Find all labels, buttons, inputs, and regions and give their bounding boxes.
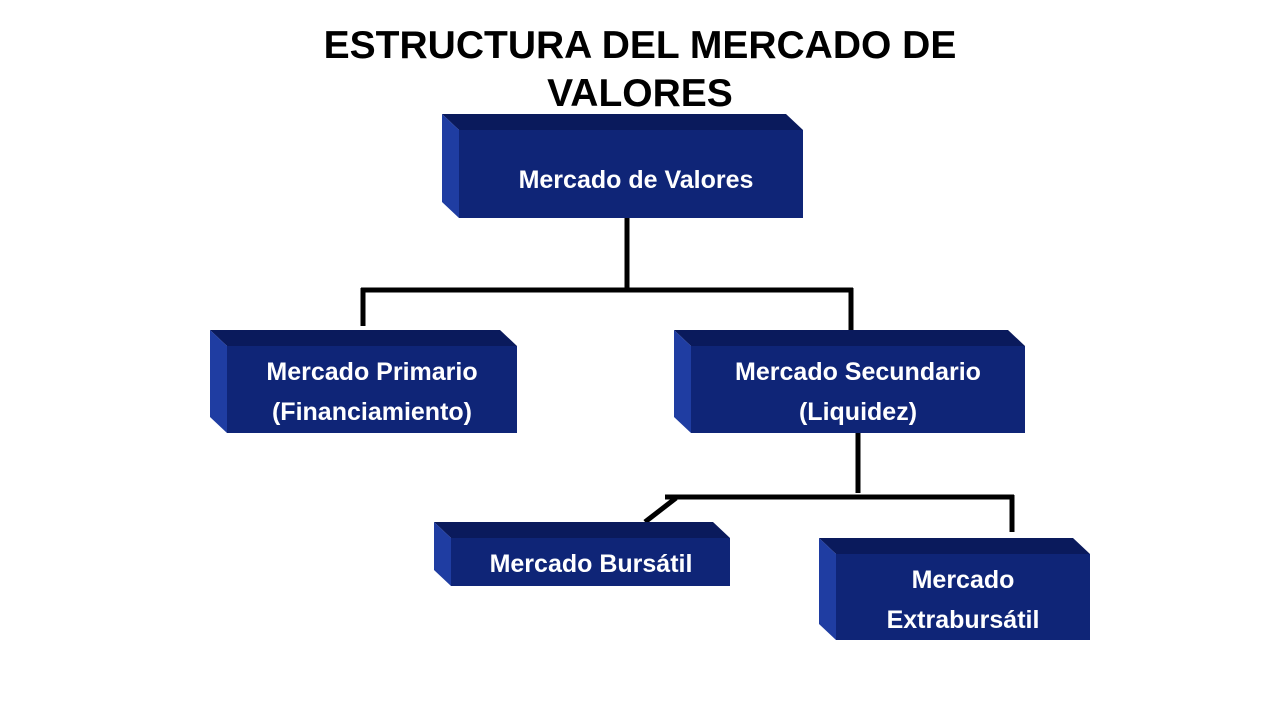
box-top-face xyxy=(819,538,1090,554)
connectors xyxy=(360,218,1015,532)
box-side-face xyxy=(674,330,691,433)
node-mercado-de-valores: Mercado de Valores xyxy=(442,114,803,218)
box-top-face xyxy=(442,114,803,130)
box-top-face xyxy=(674,330,1025,346)
node-mercado-secundario: Mercado Secundario (Liquidez) xyxy=(674,330,1025,433)
node-mercado-extrabursatil: Mercado Extrabursátil xyxy=(819,538,1090,640)
box-label-line: Mercado Primario xyxy=(266,358,477,386)
box-label-line: Mercado de Valores xyxy=(519,166,754,194)
box-label-line: (Financiamiento) xyxy=(272,398,472,426)
box-label-line: (Liquidez) xyxy=(799,398,917,426)
node-mercado-bursatil: Mercado Bursátil xyxy=(434,522,730,586)
box-label-line: Mercado Secundario xyxy=(735,358,981,386)
box-side-face xyxy=(434,522,451,586)
box-front-face xyxy=(836,554,1090,640)
box-side-face xyxy=(819,538,836,640)
box-label-line: Mercado Bursátil xyxy=(490,550,693,578)
box-label-line: Mercado xyxy=(912,566,1015,594)
box-front-face xyxy=(691,346,1025,433)
box-front-face xyxy=(451,538,730,586)
box-front-face xyxy=(459,130,803,218)
box-front-face xyxy=(227,346,517,433)
box-side-face xyxy=(210,330,227,433)
box-top-face xyxy=(434,522,730,538)
node-mercado-primario: Mercado Primario (Financiamiento) xyxy=(210,330,517,433)
slide-title: ESTRUCTURA DEL MERCADO DE VALORES xyxy=(323,24,957,115)
box-top-face xyxy=(210,330,517,346)
connector-to-bursatil xyxy=(643,496,678,524)
box-label-line: Extrabursátil xyxy=(887,606,1040,634)
box-side-face xyxy=(442,114,459,218)
